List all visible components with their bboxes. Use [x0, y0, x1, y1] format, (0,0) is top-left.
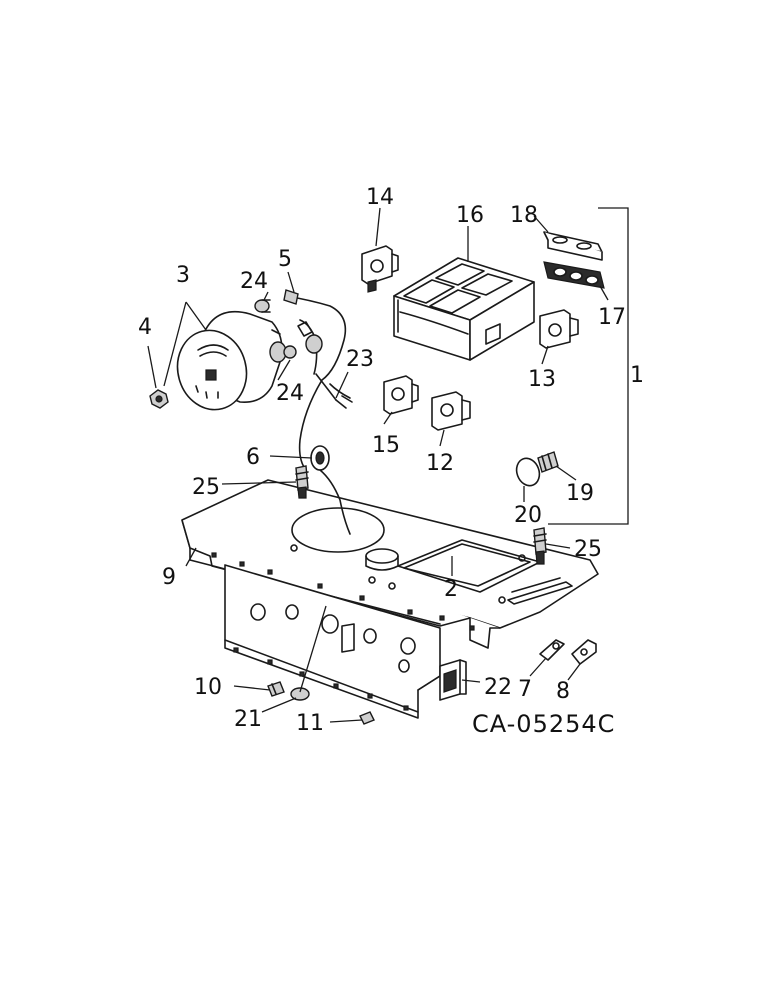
terminal-connector-right	[533, 527, 547, 565]
square-nut	[359, 711, 375, 725]
callout-25-right: 25	[574, 537, 602, 562]
callout-4: 4	[138, 315, 152, 340]
small-gauge-12	[431, 391, 471, 431]
callout-17: 17	[598, 305, 626, 330]
callout-25-left: 25	[192, 475, 220, 500]
indicator-strip-18	[543, 231, 603, 261]
callout-2: 2	[444, 577, 458, 602]
callout-5: 5	[278, 247, 292, 272]
callout-20: 20	[514, 503, 542, 528]
instrument-panel-plate	[181, 479, 599, 719]
small-gauge-13	[539, 309, 579, 349]
callout-9: 9	[162, 565, 176, 590]
rocker-switch	[439, 659, 467, 701]
callout-7: 7	[518, 677, 532, 702]
callout-19: 19	[566, 481, 594, 506]
cable-clip-7	[539, 639, 565, 661]
callout-24-upper: 24	[240, 269, 268, 294]
terminal-connector-left	[295, 465, 309, 499]
callout-6: 6	[246, 445, 260, 470]
callout-1: 1	[630, 363, 644, 388]
cable-clip-8	[571, 639, 597, 665]
small-gauge-15	[383, 375, 419, 415]
reference-code: CA-05254C	[472, 710, 615, 738]
tachometer-gauge	[176, 310, 287, 411]
callout-14: 14	[366, 185, 394, 210]
callout-16: 16	[456, 203, 484, 228]
callout-8: 8	[556, 679, 570, 704]
hex-nut	[149, 389, 169, 409]
callout-labels: 1 2 3 4 5 6 7 8 9 10 11 12 13 14 15 16 1…	[138, 185, 644, 736]
callout-22: 22	[484, 675, 512, 700]
callout-3: 3	[176, 263, 190, 288]
lamp-socket	[537, 451, 559, 473]
screw	[267, 681, 285, 697]
callout-12: 12	[426, 451, 454, 476]
small-gauge-14	[361, 245, 399, 293]
hole-plug	[290, 687, 310, 701]
callout-24-lower: 24	[276, 381, 304, 406]
callout-11: 11	[296, 711, 324, 736]
lamp-bulb	[515, 457, 541, 487]
warning-lamp-module	[393, 257, 535, 361]
wiring-harness	[283, 289, 353, 535]
bulb-holder-lower	[283, 345, 297, 359]
callout-13: 13	[528, 367, 556, 392]
callout-21: 21	[234, 707, 262, 732]
bulb-holder-upper	[254, 299, 271, 313]
callout-18: 18	[510, 203, 538, 228]
indicator-strip-17	[543, 261, 605, 289]
callout-10: 10	[194, 675, 222, 700]
callout-23: 23	[346, 347, 374, 372]
callout-15: 15	[372, 433, 400, 458]
